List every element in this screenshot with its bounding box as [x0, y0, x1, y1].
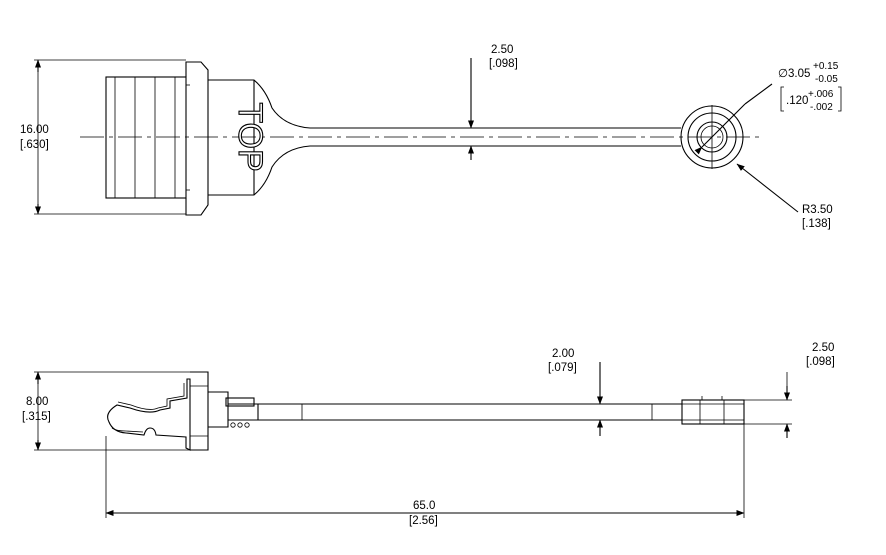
strap-metric: 2.00 — [552, 348, 574, 360]
side-ring — [681, 396, 745, 425]
top-view: TOP 16.00 [.630] 2.50 [.098] — [20, 44, 842, 230]
side-height-inch: [.315] — [22, 411, 51, 423]
hole-inch: .120 — [786, 95, 808, 107]
hole-symbol: ∅ — [778, 68, 788, 80]
length-inch: [2.56] — [409, 515, 438, 527]
dim-hole-diameter: ∅ 3.05 +0.15 -0.05 .120 +.006 -.002 — [778, 61, 842, 113]
ring-metric: 2.50 — [812, 342, 834, 354]
hinge-detail — [225, 397, 259, 428]
hole-metric: 3.05 — [788, 68, 810, 80]
side-strap — [258, 403, 682, 421]
hole-inch-tol-minus: -.002 — [810, 102, 833, 113]
tether-strap — [208, 79, 681, 196]
dim-thickness-inch: [.098] — [489, 58, 518, 70]
length-metric: 65.0 — [413, 500, 435, 512]
top-label: TOP — [231, 102, 269, 171]
ring-inch: [.098] — [806, 356, 835, 368]
side-height-metric: 8.00 — [26, 396, 48, 408]
dim-height-inch: [.630] — [20, 139, 49, 151]
ring-eyelet — [680, 83, 773, 169]
dim-height-16: 16.00 [.630] — [20, 59, 186, 215]
dim-height-metric: 16.00 — [20, 124, 49, 136]
dim-overall-length: 65.0 [2.56] — [105, 424, 745, 527]
plug-profile — [107, 371, 229, 451]
dim-side-height: 8.00 [.315] — [22, 371, 190, 451]
side-view: 8.00 [.315] 2.00 [.079] 2.50 [.098] 65. — [22, 342, 835, 527]
radius-inch: [.138] — [802, 218, 831, 230]
strap-inch: [.079] — [548, 362, 577, 374]
dim-radius: R3.50 [.138] — [736, 163, 833, 230]
hole-inch-tol-plus: +.006 — [808, 89, 834, 100]
cap-body — [105, 61, 209, 216]
radius-metric: R3.50 — [802, 204, 833, 216]
dim-ring-thickness: 2.50 [.098] — [744, 342, 835, 438]
dim-thickness-250: 2.50 [.098] — [468, 44, 518, 160]
dim-thickness-metric: 2.50 — [491, 44, 513, 56]
hole-tol-minus: -0.05 — [815, 74, 838, 85]
hole-tol-plus: +0.15 — [813, 61, 839, 72]
dim-strap-thickness: 2.00 [.079] — [548, 348, 603, 436]
